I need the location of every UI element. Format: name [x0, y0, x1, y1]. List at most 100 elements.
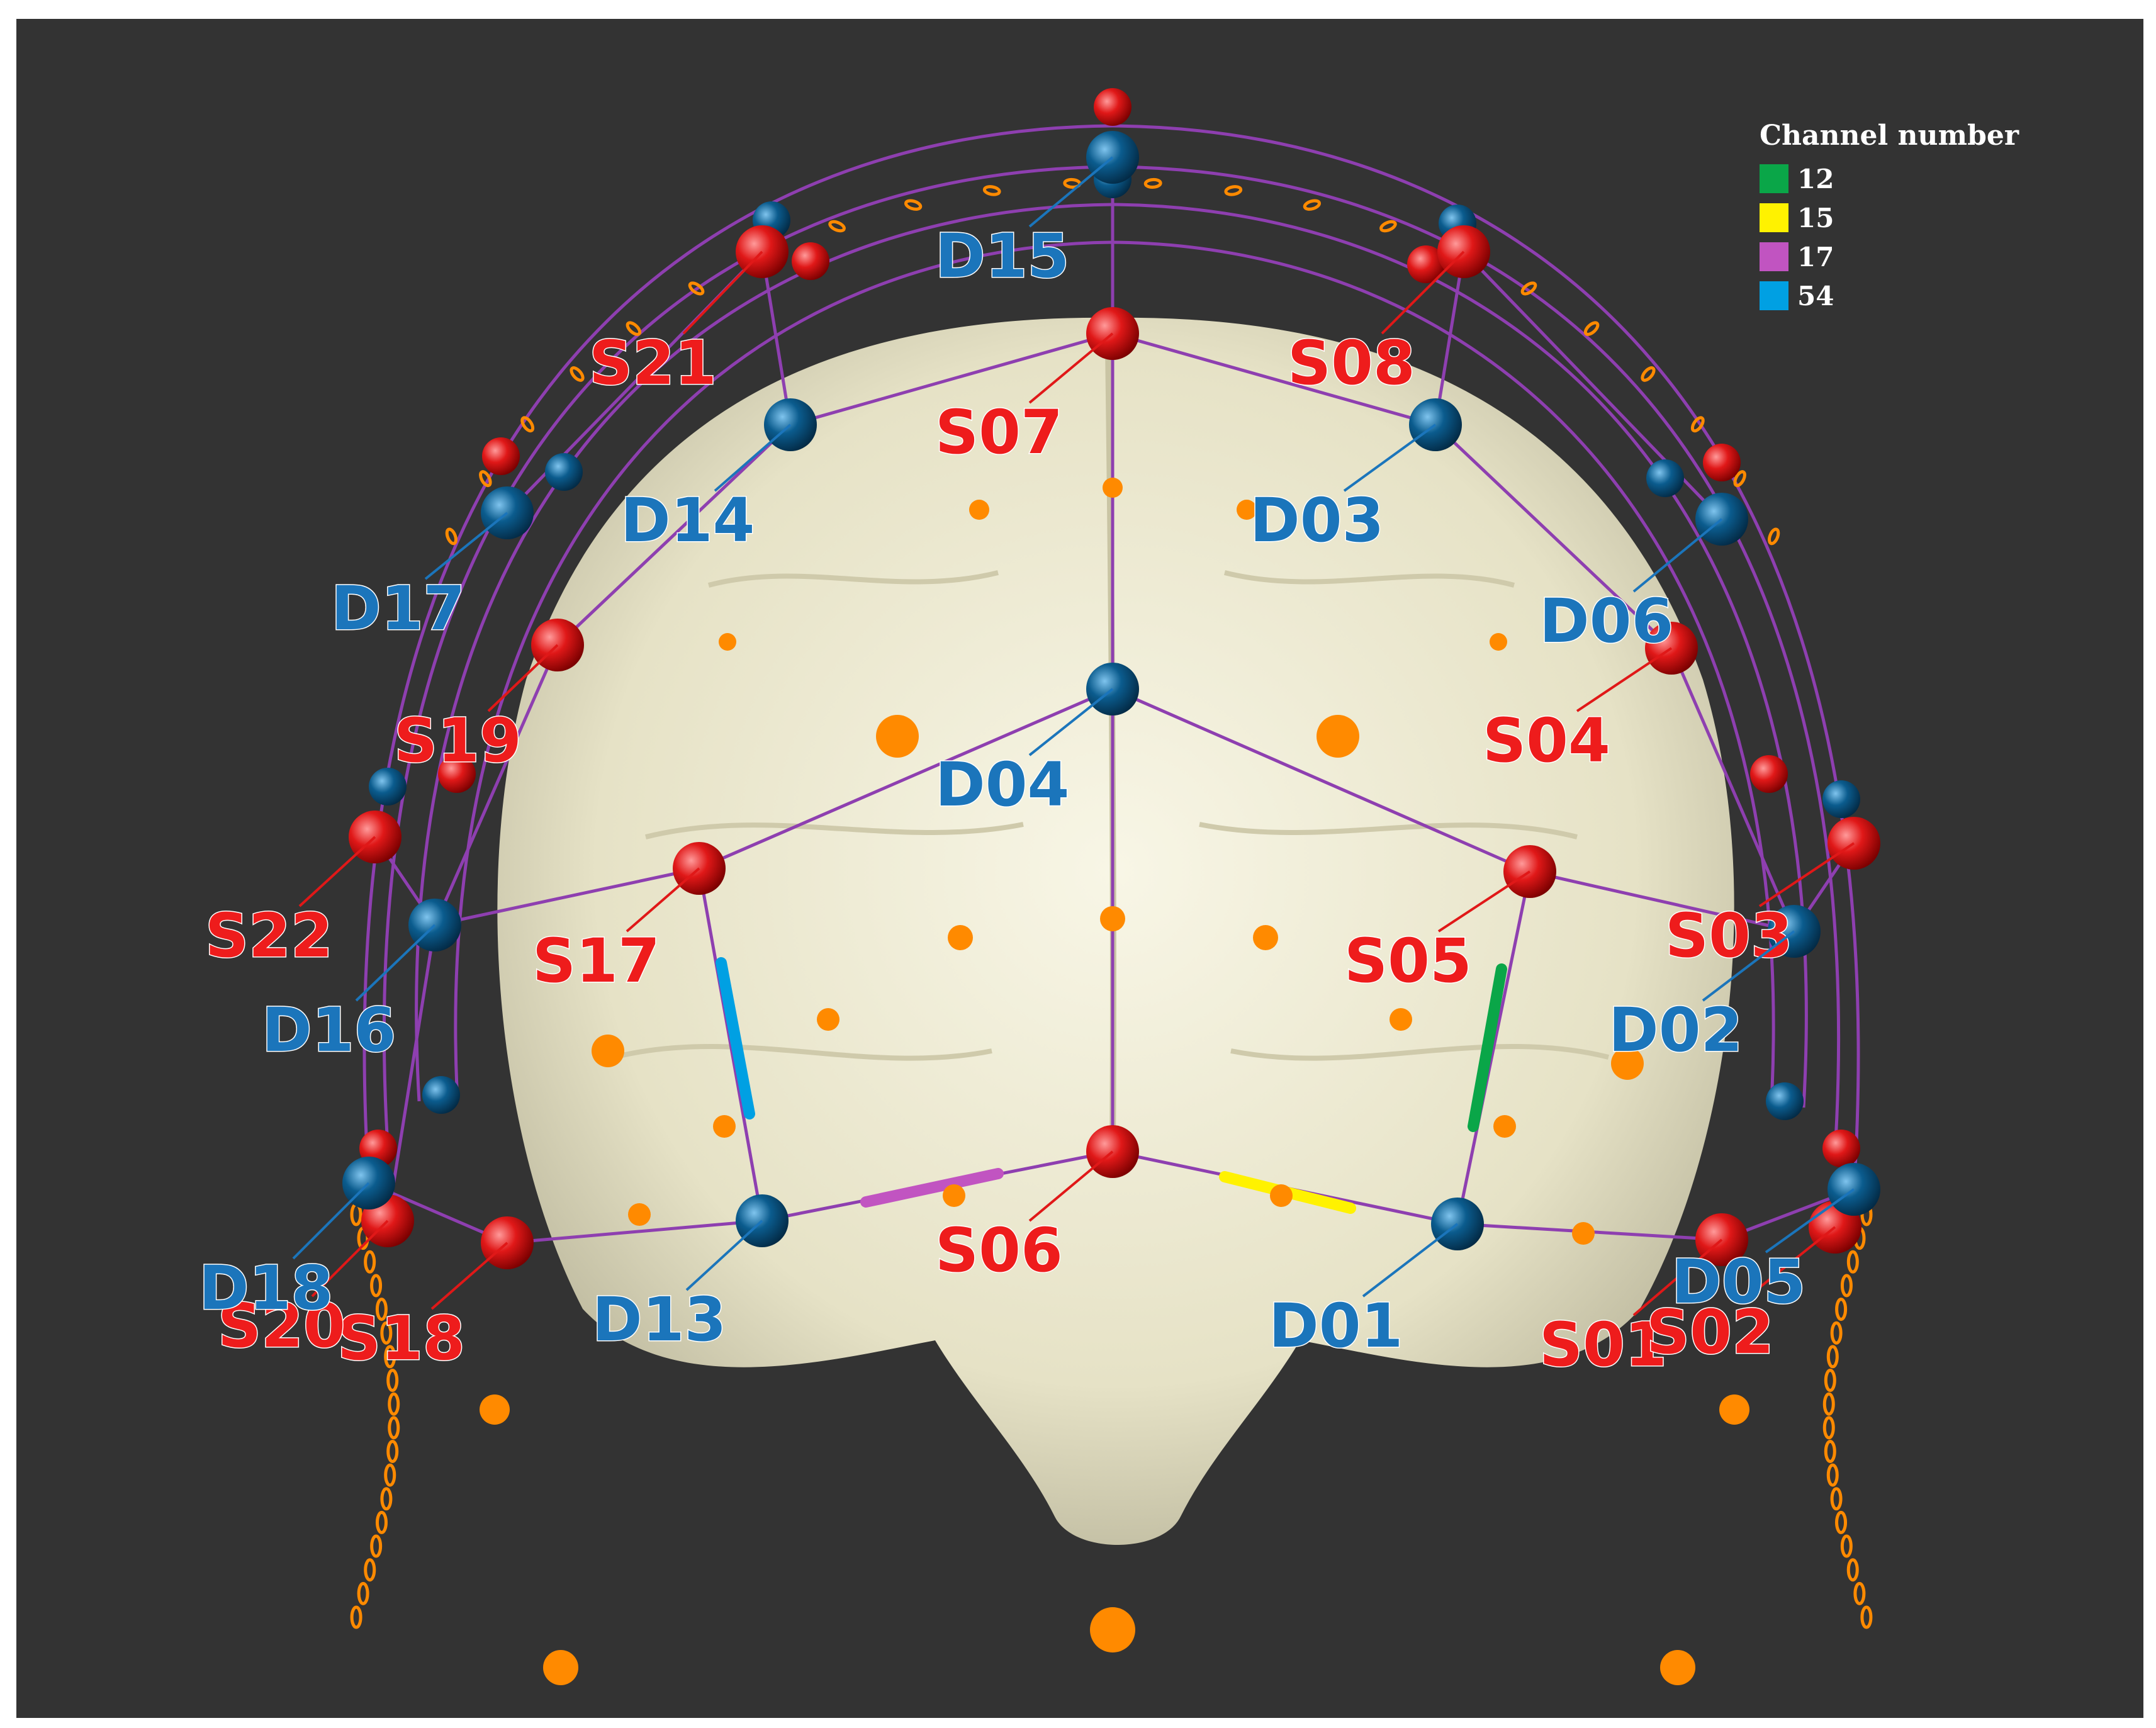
channel-17-segment [860, 1168, 1004, 1208]
scalp-marker [817, 1008, 839, 1031]
scalp-marker [479, 470, 492, 488]
label-s06: S06 [935, 1215, 1063, 1286]
scalp-marker [350, 1605, 362, 1629]
label-d02: D02 [1609, 995, 1743, 1065]
scalp-marker [969, 500, 989, 520]
connection-line [1670, 648, 1796, 932]
source-optode [792, 242, 829, 280]
legend-label: 17 [1797, 241, 1834, 272]
scalp-marker [943, 1184, 965, 1207]
scalp-marker [370, 1274, 383, 1298]
scalp-marker [1824, 1369, 1836, 1393]
connection-line [507, 1219, 763, 1245]
scalp-marker [1846, 1250, 1859, 1274]
connection-line [1111, 687, 1531, 873]
scalp-marker [1826, 1463, 1839, 1487]
connection-line [699, 687, 1113, 870]
connection-line [1112, 332, 1436, 427]
label-s07: S07 [935, 397, 1063, 468]
label-s05: S05 [1344, 926, 1472, 996]
scalp-marker [1824, 1439, 1836, 1463]
label-s03: S03 [1665, 900, 1793, 971]
label-s04: S04 [1483, 705, 1610, 776]
optode-labels: S01S02S03S04S05S06S07S08S17S18S19S20S21S… [198, 156, 1855, 1381]
connection-line [1434, 424, 1673, 649]
scalp-marker [688, 281, 705, 296]
label-leader [1739, 1226, 1836, 1304]
scalp-markers [350, 177, 1873, 1685]
scalp-marker [375, 1298, 388, 1321]
scalp-marker [828, 220, 846, 233]
source-optode [1750, 755, 1788, 793]
scalp-marker [1237, 500, 1257, 520]
label-leader [424, 512, 508, 580]
legend-label: 12 [1797, 163, 1834, 194]
legend-item-15: 15 [1760, 198, 2036, 237]
scalp-marker [948, 925, 973, 950]
scalp-marker [520, 416, 535, 433]
label-leader [487, 644, 559, 712]
label-leader [1702, 930, 1795, 1002]
detector-optode [545, 453, 583, 491]
legend-swatch [1760, 242, 1788, 271]
legend-title: Channel number [1760, 120, 2019, 152]
label-leader [1758, 842, 1855, 907]
scalp-marker [1090, 1607, 1135, 1652]
scalp-marker [1826, 1345, 1839, 1369]
label-leader [292, 1182, 370, 1260]
scalp-marker [1520, 281, 1537, 296]
label-leader [1576, 647, 1673, 712]
label-leader [1632, 1238, 1723, 1316]
source-optode [1822, 1130, 1860, 1167]
legend-item-17: 17 [1760, 237, 2036, 276]
label-leader [298, 836, 376, 907]
scalp-marker [1611, 1047, 1644, 1080]
label-leader [685, 1220, 763, 1291]
label-s02: S02 [1646, 1297, 1774, 1367]
scalp-marker [357, 1581, 369, 1605]
scalp-marker [1733, 470, 1746, 488]
label-s21: S21 [589, 328, 717, 398]
scalp-marker [1835, 1510, 1848, 1534]
scalp-marker [480, 1394, 510, 1425]
label-leader [1343, 424, 1437, 492]
label-leader [1028, 1150, 1114, 1222]
scalp-marker [1660, 1650, 1695, 1685]
source-optode [1094, 88, 1131, 126]
scalp-marker [386, 1369, 399, 1393]
scalp-marker [1641, 366, 1656, 382]
scalp-marker [719, 633, 736, 651]
connection-line [434, 867, 700, 927]
label-d14: D14 [620, 485, 755, 556]
scalp-marker [626, 321, 642, 336]
label-leader [1437, 870, 1531, 933]
detector-optode [369, 768, 407, 805]
scalp-marker [1493, 1115, 1516, 1138]
label-leader [1028, 688, 1114, 756]
connection-line [386, 924, 437, 1221]
channel-legend: Channel number 12 15 17 54 [1760, 120, 2036, 315]
scalp-marker [1100, 906, 1125, 931]
scalp-marker [370, 1534, 383, 1558]
scalp-marker [904, 199, 923, 211]
connection-line [433, 644, 559, 926]
scalp-marker [386, 1439, 399, 1463]
label-leader [311, 1220, 389, 1298]
label-leader [1362, 1223, 1459, 1298]
label-leader [714, 424, 792, 492]
label-leader [430, 1242, 508, 1310]
scalp-marker [1303, 199, 1322, 211]
scalp-marker [364, 1250, 376, 1274]
label-d05: D05 [1671, 1247, 1805, 1317]
scalp-marker [375, 1510, 388, 1534]
scalp-marker [1719, 1394, 1749, 1425]
legend-item-12: 12 [1760, 159, 2036, 198]
scalp-marker [1583, 321, 1600, 336]
scalp-marker [592, 1035, 624, 1067]
legend-swatch [1760, 203, 1788, 232]
scalp-marker [1224, 185, 1243, 196]
legend-item-54: 54 [1760, 276, 2036, 315]
scalp-marker [1143, 177, 1162, 189]
label-leader [1381, 250, 1465, 335]
scalp-marker [1103, 478, 1123, 498]
